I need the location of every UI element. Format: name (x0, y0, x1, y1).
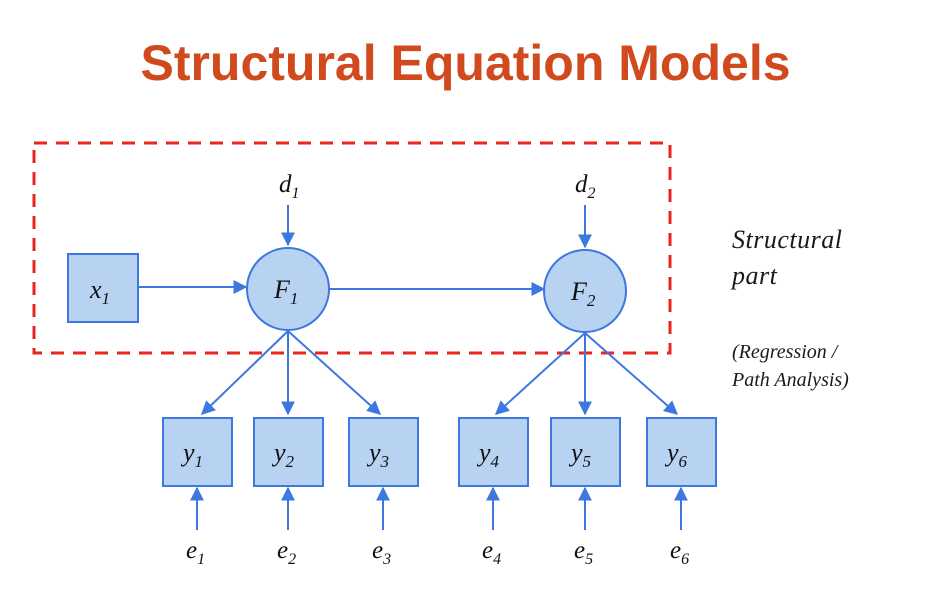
node-y4-box (458, 417, 529, 487)
node-e1-label: e1 (186, 537, 205, 568)
page-title: Structural Equation Models (140, 35, 791, 91)
error-arrows (190, 486, 688, 530)
indicator-boxes (162, 417, 717, 487)
arrow-F1-y1 (200, 330, 289, 415)
structural-part-label: Structural part (732, 222, 842, 294)
arrow-F2-y6 (584, 332, 679, 415)
node-e3-label: e3 (372, 537, 391, 568)
node-y2-box (253, 417, 324, 487)
node-y2-label: y2 (271, 438, 295, 471)
node-y4-label: y4 (476, 438, 500, 471)
node-y1-label: y1 (180, 438, 203, 471)
node-y5-box (550, 417, 621, 487)
node-e2-label: e2 (277, 537, 296, 568)
structural-arrows (138, 205, 592, 296)
regression-line-1: (Regression / (732, 341, 838, 363)
node-y6-label: y6 (664, 438, 688, 471)
structural-line-2: part (732, 261, 778, 290)
node-F2-circle (543, 249, 627, 333)
node-F2-label: F2 (570, 277, 596, 310)
node-e6-label: e6 (670, 537, 689, 568)
node-y1-box (162, 417, 233, 487)
node-x1-label: x1 (89, 275, 110, 308)
node-y3-box (348, 417, 419, 487)
node-d1-label: d1 (279, 171, 300, 202)
node-x1-box (67, 253, 139, 323)
node-e4-label: e4 (482, 537, 501, 568)
node-e5-label: e5 (574, 537, 593, 568)
node-d2-label: d2 (575, 171, 596, 202)
arrow-F1-y3 (287, 330, 382, 415)
regression-note: (Regression / Path Analysis) (732, 338, 849, 394)
node-F1-circle (246, 247, 330, 331)
node-y6-box (646, 417, 717, 487)
node-y3-label: y3 (366, 438, 389, 471)
regression-line-2: Path Analysis) (732, 369, 849, 391)
structural-part-box (32, 141, 672, 355)
structural-line-1: Structural (732, 225, 843, 254)
loading-arrows (200, 330, 679, 416)
node-y5-label: y5 (568, 438, 591, 471)
arrow-F2-y4 (494, 332, 586, 415)
node-F1-label: F1 (273, 275, 298, 308)
